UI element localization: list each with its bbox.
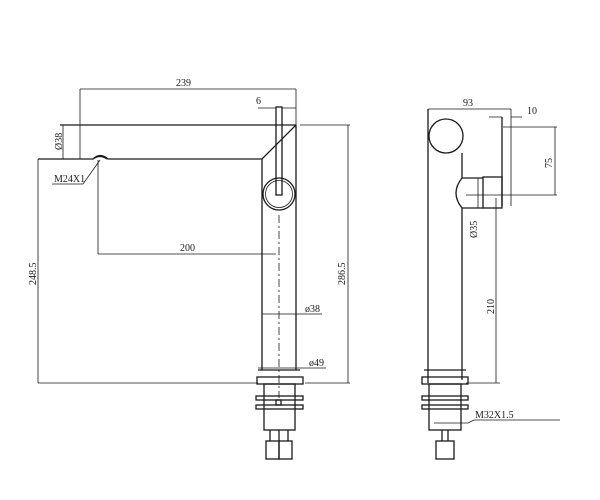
thread-m32: M32X1.5 bbox=[475, 410, 514, 421]
thread-m24: M24X1 bbox=[54, 174, 85, 185]
dim-10: 10 bbox=[527, 106, 537, 117]
dim-handle-diameter: Ø35 bbox=[469, 221, 480, 238]
dim-210: 210 bbox=[486, 299, 497, 314]
dim-body-diameter: ø38 bbox=[305, 304, 320, 315]
dim-93: 93 bbox=[463, 98, 473, 109]
dim-286-5: 286.5 bbox=[337, 263, 348, 286]
dim-200: 200 bbox=[180, 243, 195, 254]
spout bbox=[38, 124, 297, 160]
base-assembly bbox=[255, 376, 304, 460]
dim-75: 75 bbox=[544, 158, 555, 168]
lever-handle bbox=[262, 106, 296, 211]
front-view: 239 6 Ø38 M24X1 200 248.5 286.5 ø38 ø49 bbox=[28, 78, 350, 460]
dim-6: 6 bbox=[256, 96, 261, 107]
dim-239: 239 bbox=[176, 78, 191, 89]
dim-base-diameter: ø49 bbox=[309, 358, 324, 369]
body bbox=[258, 125, 300, 398]
side-base-assembly bbox=[421, 376, 469, 460]
dim-spout-diameter: Ø38 bbox=[54, 133, 65, 150]
dim-248-5: 248.5 bbox=[28, 263, 39, 286]
side-view: 93 10 75 Ø35 210 M32X1.5 bbox=[421, 98, 560, 460]
